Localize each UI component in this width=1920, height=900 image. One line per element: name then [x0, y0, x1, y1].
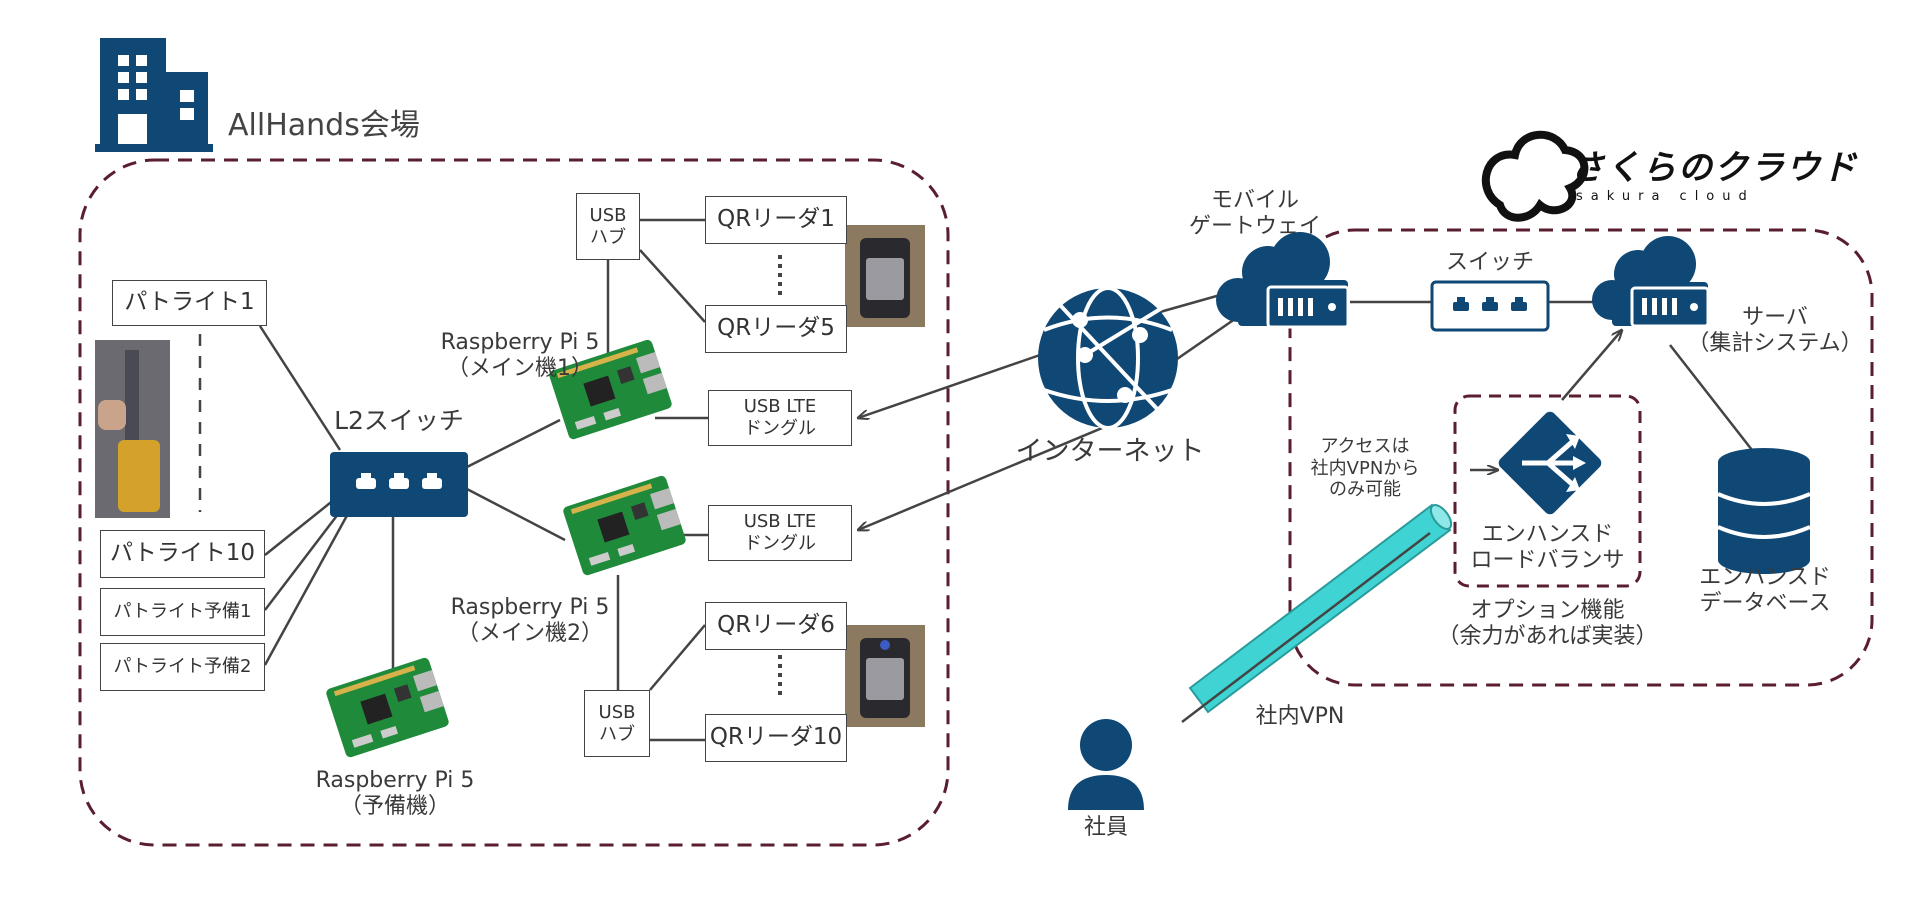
employee-label: 社員	[1083, 815, 1128, 840]
rpi-main2-line2: （メイン機2）	[457, 621, 603, 647]
lte-dongle-1-line1: USB LTE	[743, 396, 817, 418]
db-line1: エンハンスド	[1699, 565, 1831, 590]
usb-hub-2-line2: ハブ	[599, 723, 635, 745]
lte-dongle-2-line2: ドングル	[744, 533, 816, 554]
raspberry-pi-main1-icon	[549, 339, 672, 440]
sakura-logo-sub: sakura cloud	[1576, 188, 1755, 204]
rpi-spare-line2: （予備機）	[339, 794, 450, 820]
rpi-main2-line1: Raspberry Pi 5	[450, 595, 610, 620]
gateway-line2: ゲートウェイ	[1188, 214, 1321, 240]
mobile-gateway-icon	[1216, 232, 1350, 329]
usb-hub-1-line2: ハブ	[590, 226, 626, 248]
sakura-logo-main: さくらのクラウド	[1570, 148, 1858, 188]
usb-hub-1-line1: USB	[589, 204, 627, 226]
sakura-logo-text: さくらのクラウド sakura cloud	[1570, 148, 1858, 204]
load-balancer-icon	[1498, 411, 1602, 515]
patlite-photo	[95, 340, 170, 518]
vpn-tunnel-icon	[1181, 503, 1453, 723]
rpi-main1-line1: Raspberry Pi 5	[440, 330, 600, 355]
access-note-line3: のみ可能	[1329, 479, 1401, 501]
db-label: エンハンスド データベース	[1670, 565, 1860, 618]
usb-hub-2-line1: USB	[598, 701, 636, 723]
building-icon	[95, 38, 213, 152]
lte-dongle-1-line2: ドングル	[744, 418, 816, 439]
server-icon	[1592, 236, 1710, 328]
l2-switch-icon	[330, 452, 468, 517]
gateway-label: モバイル ゲートウェイ	[1170, 188, 1340, 241]
access-note: アクセスは 社内VPNから のみ可能	[1300, 436, 1430, 501]
internet-label: インターネット	[1015, 436, 1205, 467]
lb-line1: エンハンスド	[1481, 522, 1614, 547]
venue-links	[198, 218, 782, 742]
server-line2: （集計システム）	[1687, 331, 1863, 357]
option-region	[1453, 394, 1642, 588]
access-note-line2: 社内VPNから	[1310, 457, 1420, 479]
cloud-region	[1288, 228, 1874, 687]
lb-label: エンハンスド ロードバランサ	[1450, 522, 1645, 575]
patlite-spare-1: パトライト予備1	[100, 588, 265, 636]
rpi-spare-line1: Raspberry Pi 5	[315, 768, 475, 793]
gateway-line1: モバイル	[1210, 188, 1299, 213]
lte-dongle-2: USB LTE ドングル	[708, 505, 852, 561]
qr-reader-10: QRリーダ10	[705, 714, 847, 762]
rpi-main1-label: Raspberry Pi 5 （メイン機1）	[410, 330, 630, 383]
lte-dongle-1: USB LTE ドングル	[708, 390, 852, 446]
access-note-line1: アクセスは	[1320, 436, 1410, 457]
lb-line2: ロードバランサ	[1470, 548, 1625, 574]
raspberry-pi-spare-icon	[326, 657, 449, 758]
l2-switch-label: L2スイッチ	[334, 406, 464, 435]
vpn-label: 社内VPN	[1255, 704, 1345, 729]
venue-region	[78, 158, 950, 847]
raspberry-pi-main2-icon	[563, 475, 686, 576]
database-icon	[1717, 448, 1811, 574]
rpi-main2-label: Raspberry Pi 5 （メイン機2）	[420, 595, 640, 648]
cloud-switch-icon	[1430, 280, 1550, 332]
rpi-spare-label: Raspberry Pi 5 （予備機）	[285, 768, 505, 821]
employee-icon	[1068, 719, 1144, 810]
usb-hub-1: USB ハブ	[576, 193, 640, 260]
usb-hub-2: USB ハブ	[584, 690, 650, 757]
venue-title: AllHands会場	[228, 108, 420, 143]
internet-globe-icon	[1038, 286, 1178, 430]
option-line1: オプション機能	[1470, 598, 1625, 623]
patlite-1: パトライト1	[112, 280, 267, 326]
server-line1: サーバ	[1742, 305, 1808, 330]
lte-dongle-2-line1: USB LTE	[743, 511, 817, 533]
db-line2: データベース	[1699, 591, 1831, 617]
qr-reader-photo-2	[845, 625, 925, 727]
patlite-10: パトライト10	[100, 530, 265, 578]
qr-reader-photo-1	[845, 225, 925, 327]
server-label: サーバ （集計システム）	[1680, 305, 1870, 358]
sakura-logo-icon	[1481, 130, 1589, 222]
switch-label: スイッチ	[1445, 250, 1534, 275]
qr-reader-1: QRリーダ1	[705, 196, 847, 244]
qr-reader-5: QRリーダ5	[705, 305, 847, 353]
rpi-main1-line2: （メイン機1）	[447, 356, 593, 382]
option-line2: （余力があれば実装）	[1437, 624, 1658, 650]
qr-reader-6: QRリーダ6	[705, 602, 847, 650]
patlite-spare-2: パトライト予備2	[100, 643, 265, 691]
option-label: オプション機能 （余力があれば実装）	[1420, 598, 1675, 651]
